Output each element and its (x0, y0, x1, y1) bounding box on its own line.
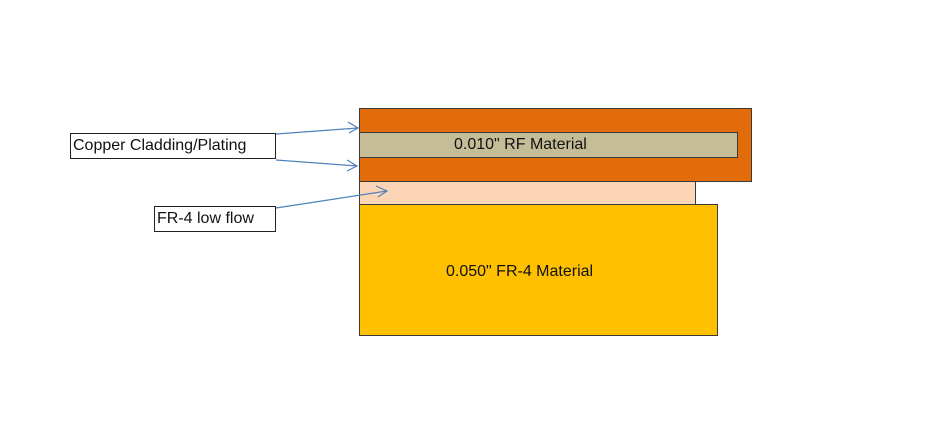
arrow-to-low-flow (275, 185, 389, 209)
fr4-material-label: 0.050" FR-4 Material (446, 263, 594, 280)
fr4-low-flow-layer (359, 181, 696, 205)
arrow-to-top-copper (275, 121, 360, 135)
rf-material-label: 0.010" RF Material (454, 136, 587, 153)
arrow-to-bottom-copper (275, 159, 359, 172)
copper-cladding-callout: Copper Cladding/Plating (70, 133, 276, 159)
fr4-material-layer: 0.050" FR-4 Material (359, 204, 718, 336)
fr4-low-flow-callout: FR-4 low flow (154, 206, 276, 232)
rf-material-layer: 0.010" RF Material (359, 132, 738, 158)
